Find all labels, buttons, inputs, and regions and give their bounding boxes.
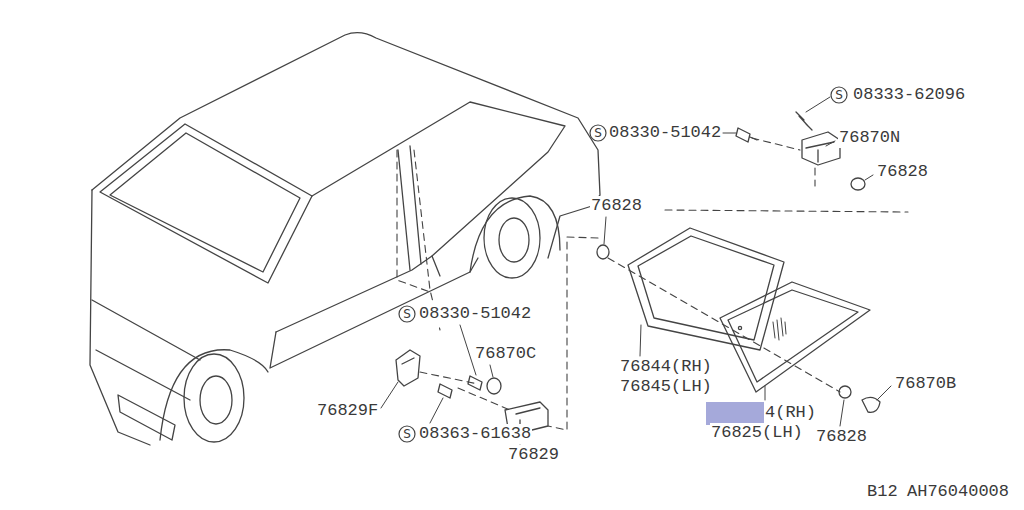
screw [438,384,452,398]
part-number: 76828 [590,196,643,216]
leader-line [381,382,398,408]
guide-line [420,372,510,410]
part-number: AH76040008 [906,482,1010,502]
symbol-circle: S [589,124,607,142]
leader-line [765,386,766,400]
leader-line [877,386,891,400]
windshield-inner [110,133,300,272]
grommet [839,386,851,398]
grommet [597,245,609,259]
guide-line [665,210,908,212]
part-number: 76828 [815,427,868,447]
part-number: 76844(RH) [619,357,713,377]
part-number: 76845(LH) [619,377,713,397]
symbol-circle: S [398,305,416,323]
circle-outline [399,306,415,322]
part-number: 4(RH) [764,403,817,423]
screw [468,376,482,390]
part-number: 76870B [894,374,957,394]
headlamp [118,395,175,440]
guide-line [414,150,440,330]
rear-hub [499,218,529,262]
guide-line [397,150,430,292]
window-frame-inner [638,236,774,340]
part-number: B12 [866,482,899,502]
leader-line [826,141,835,146]
part-number: 76828 [876,162,929,182]
leader-line [865,175,873,180]
symbol-letter: S [830,86,848,104]
windshield [100,124,312,283]
dashed-guides [397,138,908,430]
redaction-box [706,402,764,425]
part-number: 08363-61638 [418,424,532,444]
grommet [487,378,501,394]
part-number: 08330-51042 [418,304,532,324]
glass-hatch [773,318,786,340]
circle-outline [399,426,415,442]
pillar [398,146,421,270]
front-hub [200,376,232,424]
symbol-circle: S [398,425,416,443]
symbol-circle: S [830,86,848,104]
screw [796,112,812,130]
screw [736,128,757,142]
part-number: 76870N [838,128,901,148]
side-glass [276,102,565,332]
leader-line [490,365,493,377]
front-wheel [184,354,244,442]
guide-line [548,237,598,430]
leader-line [430,398,443,423]
part-number: 76829 [507,445,560,465]
part-number: 08333-62096 [852,85,966,105]
part-number: 08330-51042 [608,123,722,143]
leaders [381,97,891,444]
leader-line [806,97,830,112]
hole [738,326,741,329]
part-number: 76829F [316,401,379,421]
symbol-letter: S [398,425,416,443]
grommet [851,178,865,190]
bracket [396,350,420,386]
circle-outline [831,87,847,103]
leader-line [640,325,641,356]
leader-line [840,400,844,426]
symbol-letter: S [398,305,416,323]
part-number: 76870C [474,344,537,364]
guide-line [752,138,800,150]
front-wheel-arch [160,350,268,440]
front-detail [92,300,200,400]
symbol-letter: S [589,124,607,142]
part-number: 76825(LH) [710,423,804,443]
leader-line [723,133,736,134]
window-glass-inner [728,290,858,382]
leader-line [604,217,606,244]
circle-outline [590,125,606,141]
guide-line [814,168,815,186]
window-glass [720,282,870,392]
rear-wheel [484,198,540,278]
window-frame [628,228,784,350]
hinge-bracket [802,132,840,165]
